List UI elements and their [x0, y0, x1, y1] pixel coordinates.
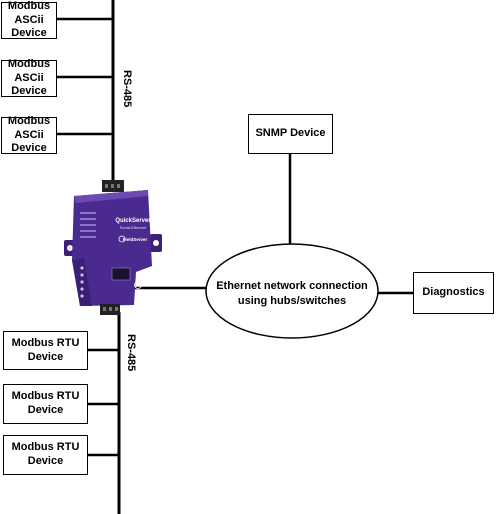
- status-leds: [80, 266, 84, 298]
- modbus-ascii-device-2: Modbus ASCii Device: [1, 57, 57, 98]
- device-label: Modbus RTU Device: [11, 336, 80, 363]
- device-label: Modbus ASCii Device: [7, 114, 51, 155]
- network-ellipse: [205, 243, 379, 339]
- device-label: Modbus ASCii Device: [7, 57, 51, 98]
- diagnostics-device: Diagnostics: [413, 272, 494, 314]
- brand-line2: Serial-Ethernet: [120, 225, 148, 230]
- brand-line1: QuickServer: [115, 218, 151, 224]
- modbus-ascii-device-3: Modbus ASCii Device: [1, 114, 57, 155]
- modbus-rtu-device-3: Modbus RTU Device: [3, 435, 88, 475]
- logo-text: FieldServer: [123, 237, 148, 242]
- network-label: Ethernet network connection using hubs/s…: [216, 280, 368, 307]
- diagnostics-label: Diagnostics: [422, 286, 485, 299]
- device-label: Modbus RTU Device: [11, 390, 80, 416]
- device-label: Modbus RTU Device: [11, 441, 80, 467]
- device-label: Modbus ASCii Device: [7, 0, 51, 40]
- bottom-bus-label: RS-485: [125, 334, 137, 372]
- modbus-ascii-device-1: Modbus ASCii Device: [1, 0, 57, 40]
- fieldserver-logo-icon: [118, 235, 126, 243]
- modbus-rtu-device-2: Modbus RTU Device: [3, 384, 88, 424]
- snmp-label: SNMP Device: [255, 127, 326, 140]
- modbus-rtu-device-1: Modbus RTU Device: [3, 331, 88, 370]
- top-bus-label: RS-485: [121, 70, 133, 108]
- snmp-device: SNMP Device: [248, 114, 333, 154]
- ethernet-port: [111, 267, 131, 281]
- ul-mark-icon: [134, 281, 142, 289]
